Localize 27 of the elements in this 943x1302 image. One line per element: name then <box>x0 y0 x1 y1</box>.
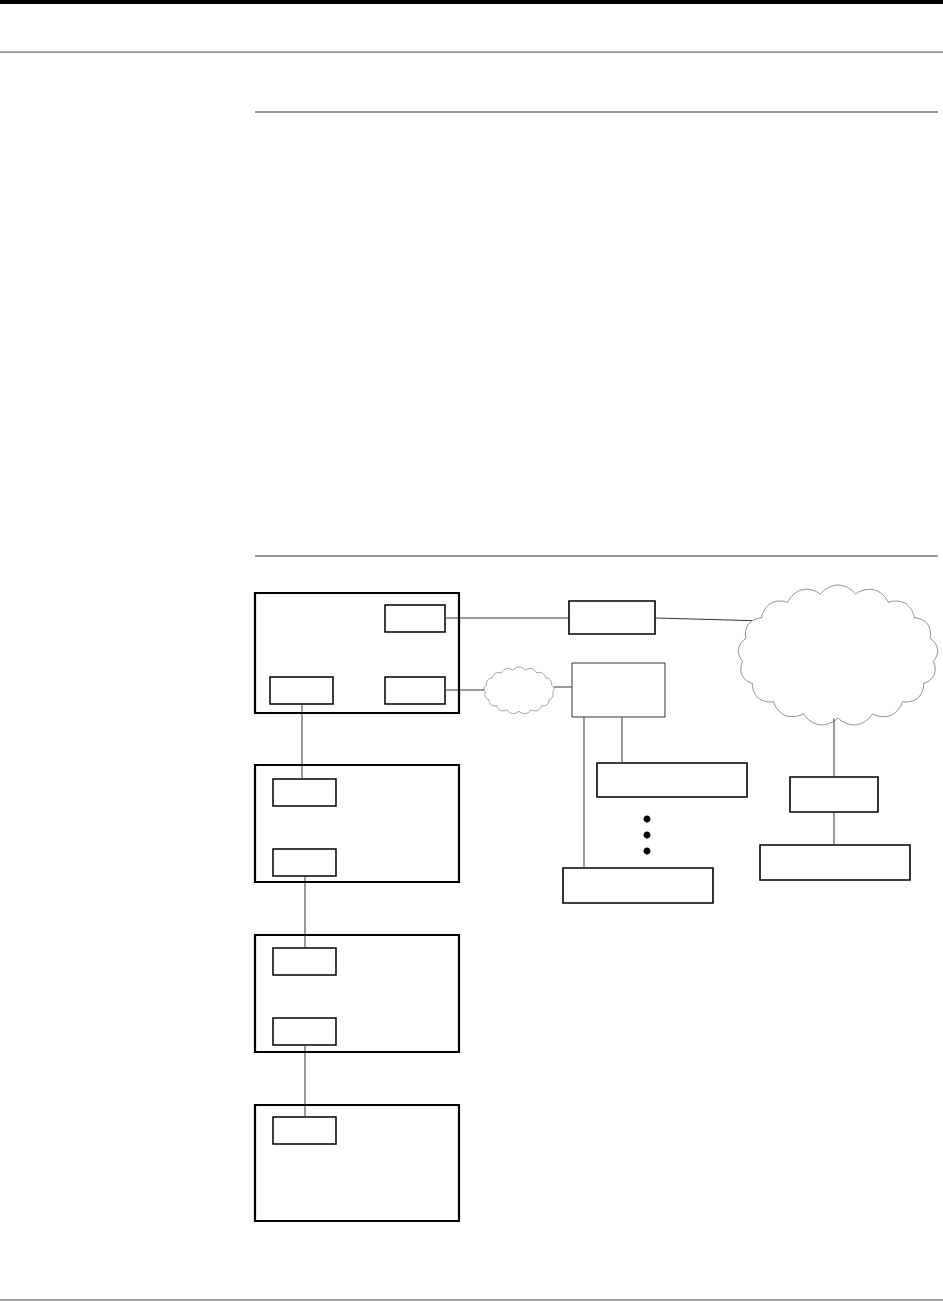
device-box <box>568 600 656 635</box>
port-box <box>272 848 337 877</box>
device-box <box>759 844 911 881</box>
connection-line <box>304 1045 306 1117</box>
network-cloud <box>483 666 555 714</box>
port-box <box>272 947 337 976</box>
connection-line <box>583 717 585 868</box>
device-box <box>596 762 748 798</box>
device-box <box>571 662 666 718</box>
connection-line <box>833 812 835 845</box>
device-box <box>789 776 879 813</box>
device-box <box>562 867 714 904</box>
port-box <box>269 676 334 705</box>
port-box <box>272 1017 337 1046</box>
connection-line <box>553 686 572 688</box>
network-cloud <box>738 584 938 726</box>
connection-line <box>445 689 485 691</box>
port-box <box>384 676 446 705</box>
connection-line <box>304 876 306 948</box>
connection-line <box>833 717 835 777</box>
connection-line <box>301 704 303 779</box>
port-box <box>272 778 337 807</box>
port-box <box>272 1116 337 1145</box>
connection-line <box>655 617 752 621</box>
connection-line <box>445 617 569 619</box>
connection-line <box>621 717 623 763</box>
port-box <box>384 604 446 633</box>
